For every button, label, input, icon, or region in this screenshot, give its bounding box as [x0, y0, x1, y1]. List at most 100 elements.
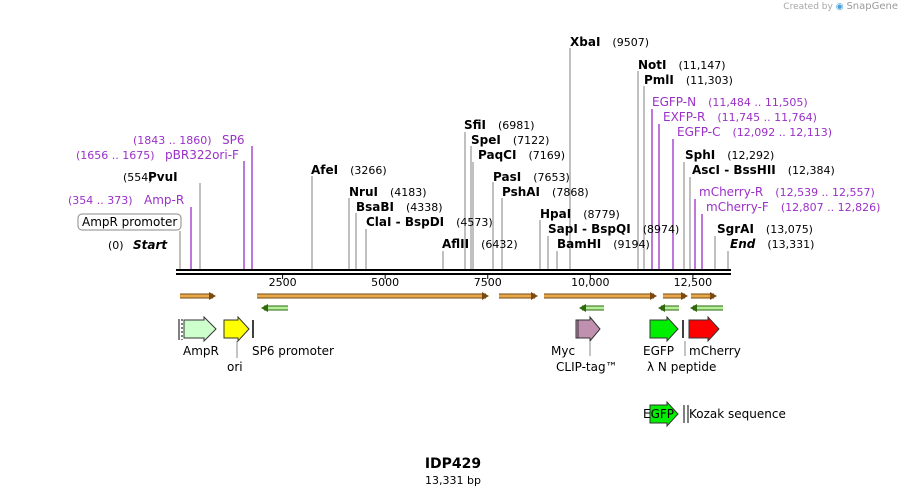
site-name: SgrAI: [717, 222, 754, 236]
feature-label-myc: Myc: [551, 344, 575, 358]
site-name: NotI: [638, 58, 667, 72]
site-name: PshAI: [502, 185, 540, 199]
site-label-end: End(13,331): [730, 237, 814, 251]
ruler-tick-label: 5000: [371, 276, 399, 289]
site-name: AflII: [442, 237, 469, 251]
site-labels: (0) Start (554)PvuI (354 .. 373) Amp-R (1656 …: [68, 35, 880, 252]
site-dash: -: [578, 222, 591, 236]
site-label-sgrai: SgrAI (13,075): [717, 222, 813, 236]
site-label-pasi: PasI(7653): [493, 170, 570, 184]
ori-arrow: [223, 315, 250, 343]
site-label-sphi: SphI(12,292): [685, 148, 774, 162]
feature-label-egfp-2: EGFP: [643, 407, 674, 421]
site-position: (7653): [533, 171, 570, 184]
ampr-promoter-marker: [178, 319, 183, 340]
site-name-2: BspQI: [591, 222, 631, 236]
site-position: (4183): [390, 186, 427, 199]
site-position: (7122): [513, 134, 550, 147]
site-name: NruI: [349, 185, 378, 199]
site-name: EGFP-C: [677, 125, 720, 139]
site-label-sfii: SfiI(6981): [464, 118, 535, 132]
ampr-promoter-label: AmpR promoter: [77, 213, 182, 231]
site-position: (8974): [643, 223, 680, 236]
site-position: (12,092 .. 12,113): [732, 126, 832, 139]
site-label-egfp-n: EGFP-N(11,484 .. 11,505): [652, 95, 808, 109]
site-position: (13,075): [766, 223, 813, 236]
site-name: SphI: [685, 148, 715, 162]
site-position: (1656 .. 1675): [76, 149, 155, 162]
site-name: SpeI: [471, 133, 501, 147]
site-name: SapI: [548, 222, 578, 236]
site-name: AscI: [692, 163, 720, 177]
site-position: (1843 .. 1860): [133, 134, 212, 147]
site-position: (11,147): [679, 59, 726, 72]
ruler-tick-label: 7500: [474, 276, 502, 289]
leader-lines: [179, 48, 729, 270]
site-name: mCherry-F: [706, 200, 769, 214]
ruler-tick-label: 10,000: [571, 276, 610, 289]
snapgene-logo-icon: ◉: [835, 2, 844, 12]
site-position: (12,539 .. 12,557): [775, 186, 875, 199]
feature-label-lambda-n: λ N peptide: [647, 360, 716, 374]
egfp-arrow-2: [649, 400, 679, 428]
site-name: AfeI: [311, 163, 338, 177]
feature-label-kozak: Kozak sequence: [689, 407, 786, 421]
site-name: PaqCI: [478, 148, 516, 162]
feature-arrows: [178, 315, 720, 428]
site-label-aflii: AflII(6432): [442, 237, 518, 251]
site-label-pvui: (554)PvuI: [123, 170, 178, 184]
site-position: (12,384): [788, 164, 835, 177]
plasmid-length: 13,331 bp: [425, 474, 481, 487]
myc-clip-arrow: [575, 315, 601, 343]
site-name: BsaBI: [356, 200, 394, 214]
feature-label-egfp: EGFP: [643, 344, 674, 358]
egfp-arrow: [649, 315, 679, 343]
feature-label-ori: ori: [227, 360, 243, 374]
site-label-afei: AfeI(3266): [311, 163, 387, 177]
site-label-pshai: PshAI(7868): [502, 185, 589, 199]
feature-label-clip-tag: CLIP-tag™: [556, 360, 618, 374]
site-label-sp6: (1843 .. 1860) SP6: [133, 133, 245, 147]
site-label-spei: SpeI (7122): [471, 133, 549, 147]
site-position: (11,303): [686, 74, 733, 87]
site-label-start: (0) Start: [108, 238, 168, 252]
credit-brand: SnapGene: [846, 1, 898, 12]
mcherry-arrow: [688, 315, 720, 343]
site-label-amp-r: (354 .. 373) Amp-R: [68, 193, 184, 207]
site-position: (13,331): [767, 238, 814, 251]
site-name: XbaI: [570, 35, 600, 49]
site-label-nrui: NruI (4183): [349, 185, 427, 199]
site-position: (554): [123, 171, 153, 184]
site-name: Start: [133, 238, 168, 252]
site-dash: -: [720, 163, 733, 177]
site-name: pBR322ori-F: [165, 148, 239, 162]
site-position: (354 .. 373): [68, 194, 133, 207]
ampr-promoter-text: AmpR promoter: [82, 215, 177, 229]
site-position: (11,484 .. 11,505): [708, 96, 808, 109]
site-name-2: BssHII: [733, 163, 775, 177]
orf-track: [180, 292, 717, 300]
site-name: HpaI: [540, 207, 571, 221]
site-position: (7169): [528, 149, 565, 162]
sequence-backbone: [176, 269, 731, 275]
primer-lines: [190, 109, 703, 270]
site-position: (4338): [406, 201, 443, 214]
site-label-exfp-r: EXFP-R(11,745 .. 11,764): [663, 110, 817, 124]
feature-label-ampr: AmpR: [183, 344, 219, 358]
site-name-2: BspDI: [405, 215, 444, 229]
reverse-orf-track: [261, 304, 723, 312]
feature-labels: AmpR ori SP6 promoter Myc CLIP-tag™ EGFP…: [183, 344, 786, 421]
site-position: (0): [108, 239, 124, 252]
site-label-bsabi: BsaBI (4338): [356, 200, 443, 214]
site-name: Amp-R: [144, 193, 184, 207]
site-position: (6981): [498, 119, 535, 132]
site-label-asci: AscI - BssHII (12,384): [692, 163, 835, 177]
site-position: (8779): [583, 208, 620, 221]
site-name: PvuI: [148, 170, 178, 184]
site-label-egfp-c: EGFP-C (12,092 .. 12,113): [677, 125, 832, 139]
ruler-tick-label: 12,500: [674, 276, 713, 289]
site-name: SP6: [222, 133, 245, 147]
